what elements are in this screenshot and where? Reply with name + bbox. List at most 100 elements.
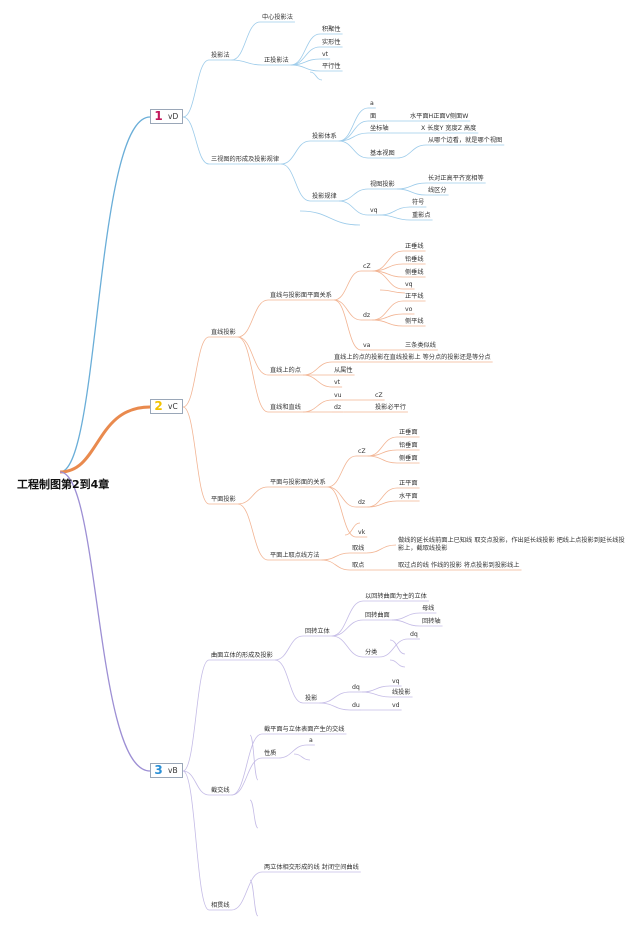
node-m1a1c[interactable]: 侧垂线	[405, 269, 424, 276]
node-b1a1[interactable]: 以回转曲面为主的立体	[365, 593, 427, 600]
connector-m1a1d	[372, 270, 404, 290]
node-n2a4[interactable]: 基本视图	[370, 150, 395, 157]
node-m1c2[interactable]: dz	[334, 404, 342, 411]
node-b1b[interactable]: 投影	[305, 695, 318, 702]
node-m1a1b[interactable]: 铅垂线	[405, 256, 424, 263]
node-m2a[interactable]: 平面与投影面的关系	[270, 479, 326, 486]
chapter-2-tag: vC	[168, 402, 178, 411]
node-m2b2[interactable]: 取点	[352, 562, 365, 569]
node-m1b3[interactable]: vt	[334, 379, 341, 386]
connector-n2a3	[338, 132, 369, 142]
node-b1b1[interactable]: dq	[352, 684, 360, 691]
connector-n2	[182, 116, 210, 165]
connector-m2a	[237, 486, 269, 505]
chapter-1-box[interactable]: 1 vD	[150, 109, 183, 124]
node-m1a1d[interactable]: vq	[405, 281, 413, 288]
connector-m1a1a	[372, 250, 404, 272]
node-m1a2c[interactable]: 侧平线	[405, 318, 424, 325]
node-m1c[interactable]: 直线和直线	[270, 404, 301, 411]
node-n2a3x[interactable]: X 长度Y 宽度Z 高度	[421, 125, 477, 132]
node-b1b1a[interactable]: vq	[392, 678, 400, 685]
node-n1b[interactable]: 正投影法	[264, 57, 289, 64]
node-b1b1b[interactable]: 线投影	[392, 689, 411, 696]
node-b2a[interactable]: 截平面与立体表面产生的交线	[264, 726, 345, 733]
node-n2a4x[interactable]: 从哪个边看，就是哪个视图	[428, 137, 503, 144]
connector-m1b	[237, 336, 269, 376]
node-m1a3[interactable]: va	[363, 342, 371, 349]
node-b1a3[interactable]: 分类	[365, 649, 378, 656]
node-n2a1[interactable]: a	[370, 100, 374, 107]
node-m2b1a[interactable]: 做线的延长线前面上已知线 取交点投影，作出延长线投影 把线上点投影到延长线投影上…	[398, 537, 625, 552]
node-b3a[interactable]: 两立体相交形成的线 封闭空间曲线	[264, 864, 359, 871]
node-n2b1a[interactable]: 长对正高平齐宽相等	[428, 175, 484, 182]
connector-b1a3	[331, 635, 364, 658]
node-m1b[interactable]: 直线上的点	[270, 367, 301, 374]
node-m2a2[interactable]: dz	[358, 499, 366, 506]
node-m1a1a[interactable]: 正垂线	[405, 243, 424, 250]
node-m1b2[interactable]: 从属性	[334, 367, 353, 374]
node-m2b[interactable]: 平面上取点线方法	[270, 552, 320, 559]
node-b2b1[interactable]: a	[309, 737, 313, 744]
node-b1a2a[interactable]: 母线	[422, 605, 435, 612]
chapter-2-box[interactable]: 2 vC	[150, 399, 183, 414]
node-b2b[interactable]: 性质	[264, 750, 277, 757]
node-m1a2b[interactable]: vo	[405, 306, 413, 313]
node-b1[interactable]: 曲面立体的形成及投影	[211, 652, 273, 659]
node-n2b2[interactable]: vq	[370, 207, 378, 214]
node-m1a3a[interactable]: 三条类似线	[405, 342, 436, 349]
node-m2[interactable]: 平面投影	[211, 496, 236, 503]
node-m1c1[interactable]: vu	[334, 392, 342, 399]
node-m2a1c[interactable]: 侧垂面	[399, 455, 418, 462]
node-m2b1[interactable]: 取线	[352, 545, 365, 552]
node-n2a3[interactable]: 坐标轴	[370, 125, 389, 132]
connector-b3a	[231, 871, 263, 911]
node-m2a1a[interactable]: 正垂面	[399, 429, 418, 436]
node-m1[interactable]: 直线投影	[211, 329, 236, 336]
node-m1b1[interactable]: 直线上的点的投影在直线投影上 等分点的投影还是等分点	[334, 354, 491, 361]
node-b3[interactable]: 相贯线	[211, 902, 230, 909]
connector-m2b2	[321, 559, 351, 571]
node-m1c2a[interactable]: 投影必平行	[375, 404, 406, 411]
node-n1b4[interactable]: 平行性	[322, 63, 341, 70]
node-b1b2a[interactable]: vd	[392, 702, 400, 709]
connector-n1b	[231, 59, 263, 66]
node-b1b2[interactable]: du	[352, 702, 360, 709]
node-b1a3a[interactable]: dq	[410, 631, 418, 638]
node-n1b1[interactable]: 积聚性	[322, 26, 341, 33]
node-n2a2x[interactable]: 水平面H正面V侧面W	[410, 113, 469, 120]
node-n1b3[interactable]: vt	[322, 51, 329, 58]
node-n2b[interactable]: 投影规律	[312, 193, 337, 200]
node-m1a2[interactable]: dz	[363, 312, 371, 319]
node-b1a[interactable]: 回转立体	[305, 628, 330, 635]
root-node-title[interactable]: 工程制图第2到4章	[17, 478, 110, 491]
node-n2b1[interactable]: 视图投影	[370, 181, 395, 188]
node-m2a3[interactable]: vk	[358, 529, 366, 536]
node-n2b2b[interactable]: 重影点	[412, 212, 431, 219]
chapter-3-box[interactable]: 3 vB	[150, 763, 183, 778]
node-b1a2b[interactable]: 回转轴	[422, 618, 441, 625]
node-n1[interactable]: 投影法	[211, 52, 230, 59]
connector-b1b1a	[361, 685, 391, 693]
node-n2a2[interactable]: 面	[370, 113, 377, 120]
node-n1b2[interactable]: 实形性	[322, 39, 341, 46]
node-m2a2b[interactable]: 水平面	[399, 493, 418, 500]
node-m1a1[interactable]: cZ	[363, 263, 371, 270]
node-m2b2a[interactable]: 取过点的线 作线的投影 将点投影到投影线上	[398, 562, 520, 569]
connector-m1b1	[302, 361, 333, 376]
connector-n2a1	[338, 107, 369, 142]
connector-m2a2	[327, 486, 357, 508]
node-m2a2a[interactable]: 正平面	[399, 480, 418, 487]
node-n2b2a[interactable]: 符号	[412, 199, 425, 206]
node-m1a2a[interactable]: 正平线	[405, 293, 424, 300]
node-n2a[interactable]: 投影体系	[312, 133, 337, 140]
node-m1c1a[interactable]: cZ	[375, 392, 383, 399]
node-n2b1b[interactable]: 线区分	[428, 187, 447, 194]
node-b2[interactable]: 截交线	[211, 787, 230, 794]
node-b1a2[interactable]: 回转曲面	[365, 612, 390, 619]
node-n1a[interactable]: 中心投影法	[262, 14, 293, 21]
node-n2[interactable]: 三视图的形成及投影规律	[211, 156, 280, 163]
node-m2a1[interactable]: cZ	[358, 448, 366, 455]
node-m2a1b[interactable]: 铅垂面	[399, 442, 418, 449]
node-m1a[interactable]: 直线与投影面平面关系	[270, 292, 332, 299]
